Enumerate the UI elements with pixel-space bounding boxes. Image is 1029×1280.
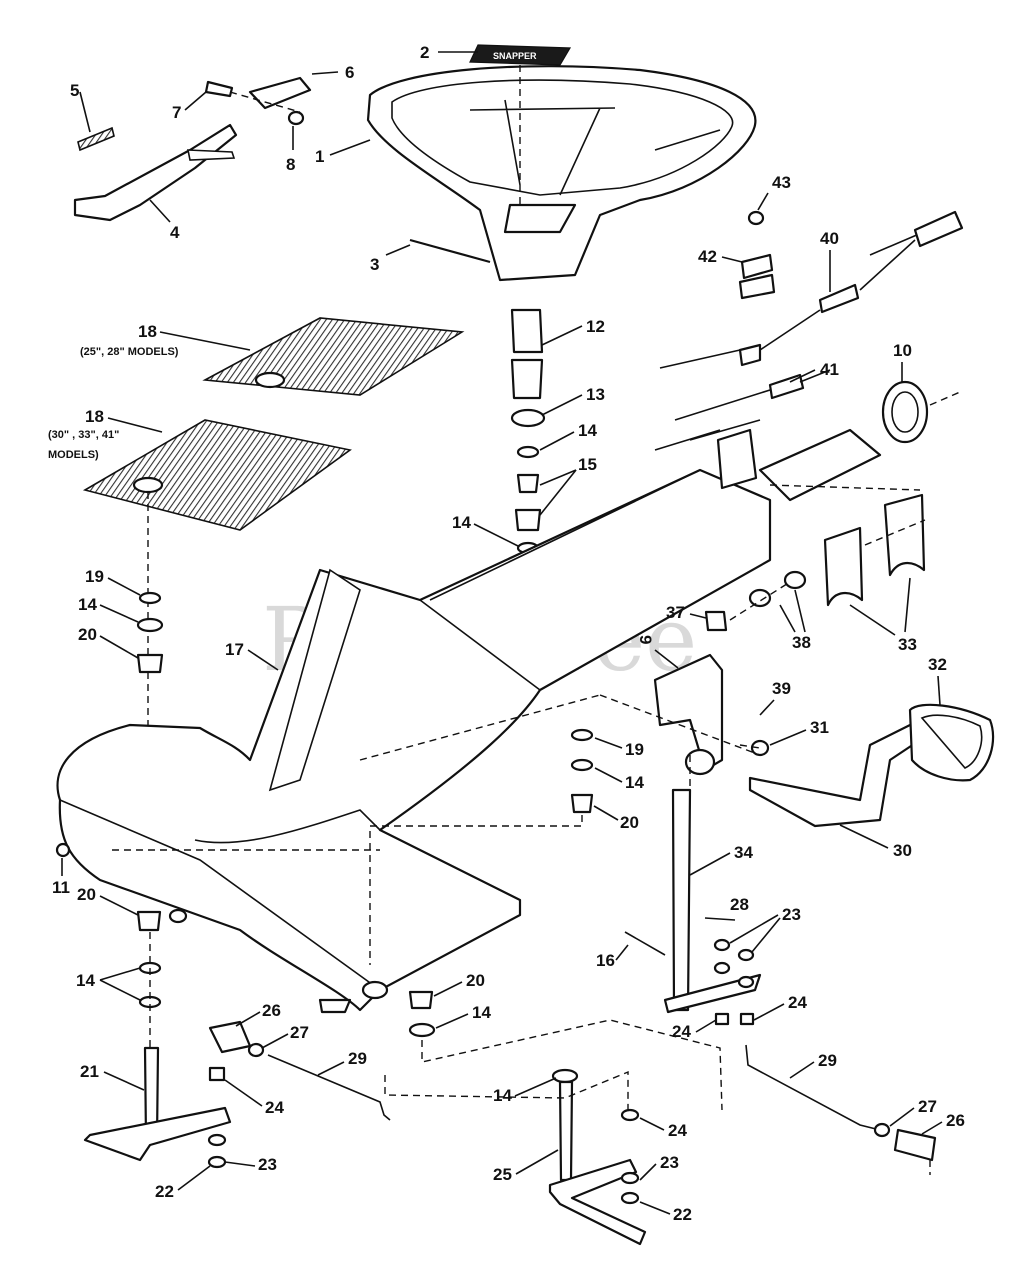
callout-29-a: 29 (348, 1049, 367, 1068)
callout-27-a: 27 (290, 1023, 309, 1042)
callout-32: 32 (928, 655, 947, 674)
cable-assembly (654, 210, 964, 451)
right-spindle (548, 1068, 647, 1246)
frame-steering-support (56, 468, 772, 1014)
callout-24-b: 24 (788, 993, 807, 1012)
callout-31: 31 (810, 718, 829, 737)
callout-12: 12 (586, 317, 605, 336)
callout-23-c: 23 (660, 1153, 679, 1172)
callout-33: 33 (898, 635, 917, 654)
callout-34: 34 (734, 843, 753, 862)
left-bushing-stack (136, 591, 164, 674)
callout-13: 13 (586, 385, 605, 404)
callout-labels: 2 1 5 6 7 8 4 3 43 42 40 41 10 12 13 14 … (48, 43, 965, 1224)
callout-22-a: 22 (155, 1182, 174, 1201)
callout-20-c: 20 (77, 885, 96, 904)
callout-24-d: 24 (668, 1121, 687, 1140)
callout-38: 38 (792, 633, 811, 652)
callout-14-a: 14 (578, 421, 597, 440)
roll-pin (409, 238, 491, 264)
lower-bushings (55, 842, 436, 1038)
callout-14-f: 14 (472, 1003, 491, 1022)
left-spindle (83, 1046, 232, 1169)
callout-23-a: 23 (782, 905, 801, 924)
callout-30: 30 (893, 841, 912, 860)
callout-3: 3 (370, 255, 379, 274)
callout-20-a: 20 (78, 625, 97, 644)
assembly-dashed-lines (112, 484, 931, 1175)
callout-4: 4 (170, 223, 180, 242)
callout-24-a: 24 (672, 1022, 691, 1041)
steering-wheel (366, 65, 757, 282)
callout-14-g: 14 (493, 1086, 512, 1105)
callout-42: 42 (698, 247, 717, 266)
callout-41: 41 (820, 360, 839, 379)
callout-27-b: 27 (918, 1097, 937, 1116)
svg-text:SNAPPER: SNAPPER (493, 51, 537, 61)
center-bushing-stack (570, 728, 594, 814)
callout-14-d: 14 (625, 773, 644, 792)
callout-37: 37 (666, 603, 685, 622)
callout-11: 11 (52, 878, 70, 897)
callout-9: 9 (636, 635, 655, 644)
callout-19-b: 19 (625, 740, 644, 759)
callout-17: 17 (225, 640, 244, 659)
callout-25: 25 (493, 1165, 512, 1184)
callout-29-b: 29 (818, 1051, 837, 1070)
note-models-large-2: MODELS) (48, 449, 99, 461)
callout-1: 1 (315, 147, 324, 166)
callout-15: 15 (578, 455, 597, 474)
callout-6: 6 (345, 63, 354, 82)
callout-43: 43 (772, 173, 791, 192)
ratchet-plate (653, 653, 724, 776)
callout-39: 39 (772, 679, 791, 698)
callout-19-a: 19 (85, 567, 104, 586)
callout-21: 21 (80, 1062, 99, 1081)
callout-14-c: 14 (78, 595, 97, 614)
callout-28: 28 (730, 895, 749, 914)
floor-mat-small (202, 317, 465, 396)
callout-2: 2 (420, 43, 429, 62)
callout-22-b: 22 (673, 1205, 692, 1224)
callout-26-a: 26 (262, 1001, 281, 1020)
callout-24-c: 24 (265, 1098, 284, 1117)
floor-mat-large (82, 419, 352, 531)
callout-16: 16 (596, 951, 615, 970)
note-models-large-1: (30" , 33", 41" (48, 429, 119, 441)
callout-10: 10 (893, 341, 912, 360)
tie-rod-right (745, 1044, 937, 1162)
tie-rod-left (208, 1020, 391, 1121)
lever-assembly (73, 76, 312, 222)
steering-shaft-parts (510, 308, 546, 555)
callout-26-b: 26 (946, 1111, 965, 1130)
callout-8: 8 (286, 155, 295, 174)
brake-rod-linkage (624, 788, 762, 1026)
callout-14-b: 14 (452, 513, 471, 532)
callout-23-b: 23 (258, 1155, 277, 1174)
callout-20-b: 20 (620, 813, 639, 832)
note-models-small: (25", 28" MODELS) (80, 346, 179, 358)
seal-and-tube (716, 380, 961, 502)
callout-7: 7 (172, 103, 181, 122)
callout-5: 5 (70, 81, 79, 100)
bracket-plates (704, 493, 926, 632)
brake-pedal (739, 703, 995, 828)
callout-18-large: 18 (85, 407, 104, 426)
callout-40: 40 (820, 229, 839, 248)
callout-18-small: 18 (138, 322, 157, 341)
snapper-decal: SNAPPER (469, 44, 572, 66)
callout-20-d: 20 (466, 971, 485, 990)
callout-14-e: 14 (76, 971, 95, 990)
